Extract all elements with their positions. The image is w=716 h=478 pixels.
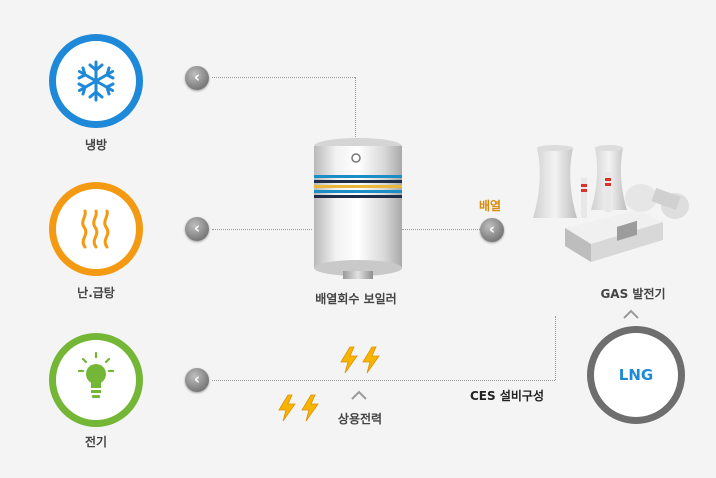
chevron-left-icon: ‹: [193, 370, 201, 388]
cooling-label: 냉방: [84, 138, 108, 152]
chevron-left-icon: ‹: [488, 220, 496, 238]
connector-heat-exhaust: [402, 229, 480, 230]
connector-heating: [212, 229, 312, 230]
lng-ring: [587, 326, 685, 424]
chevron-up-icon: [351, 390, 367, 400]
cooling-ring: [49, 34, 143, 128]
connector-boiler-top: [355, 77, 356, 139]
lightning-icon: [301, 394, 319, 422]
heating-arrow-button[interactable]: ‹: [185, 217, 209, 241]
snowflake-icon: [77, 60, 115, 102]
chevron-left-icon: ‹: [193, 219, 201, 237]
electric-arrow-button[interactable]: ‹: [185, 368, 209, 392]
heating-label: 난.급탕: [77, 286, 115, 300]
boiler-illustration: [314, 138, 402, 279]
electric-label: 전기: [84, 435, 108, 449]
lightbulb-icon: [78, 352, 114, 398]
chevron-left-icon: ‹: [193, 68, 201, 86]
chevron-up-icon: [623, 309, 639, 319]
connector-cooling: [212, 77, 355, 78]
cooling-arrow-button[interactable]: ‹: [185, 66, 209, 90]
connector-ces: [555, 316, 556, 380]
connector-electric: [212, 380, 555, 381]
lng-label: LNG: [618, 366, 654, 384]
boiler-label: 배열회수 보일러: [315, 292, 397, 306]
heat-exhaust-label: 배열: [479, 199, 502, 213]
gas-power-plant-illustration: [533, 145, 689, 262]
commercial-power-label: 상용전력: [337, 412, 383, 426]
lightning-icon: [340, 346, 358, 374]
lightning-icon: [362, 346, 380, 374]
gas-generator-label: GAS 발전기: [600, 287, 666, 301]
ces-label: CES 설비구성: [470, 389, 544, 403]
lightning-icon: [278, 394, 296, 422]
heat-arrow-button[interactable]: ‹: [480, 218, 504, 242]
heat-waves-icon: [81, 209, 110, 249]
